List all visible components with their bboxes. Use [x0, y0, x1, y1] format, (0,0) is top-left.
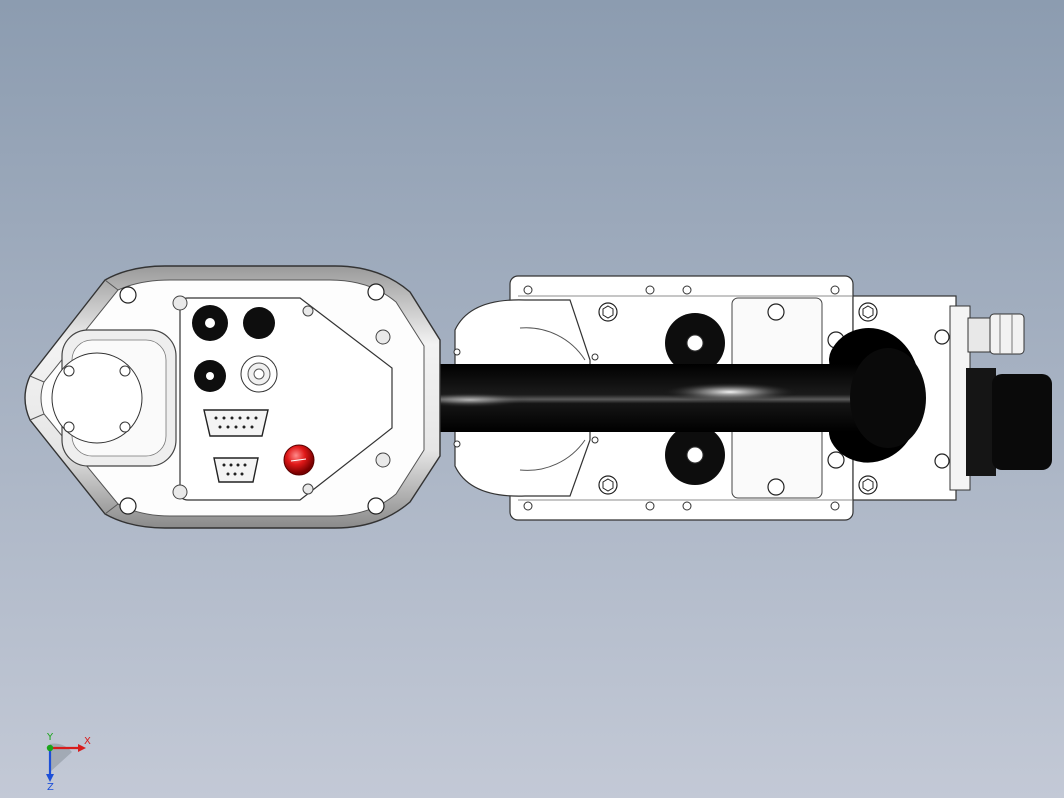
orientation-triad[interactable]: X Y Z [40, 730, 100, 790]
base-housing[interactable] [24, 265, 441, 529]
db9-connector-icon [213, 457, 259, 483]
cable-clip-right [850, 348, 926, 448]
triad-y-label: Y [46, 732, 54, 743]
port-plug-icon [192, 305, 275, 392]
red-indicator-icon [283, 444, 315, 476]
triad-z-label: Z [47, 782, 54, 790]
grommet-icon [665, 313, 725, 485]
db15-connector-icon [203, 409, 269, 437]
triad-x-label: X [84, 736, 91, 747]
cable-gland-icon [966, 313, 1052, 476]
air-fitting-icon [240, 355, 278, 393]
